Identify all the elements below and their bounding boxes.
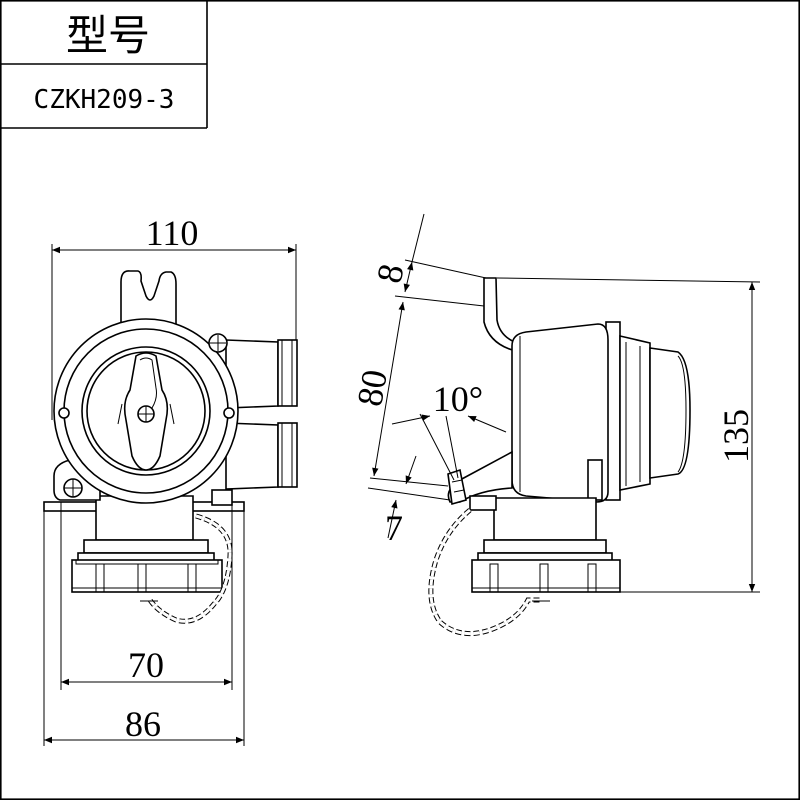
dim-label-80: 80 [349,367,395,409]
model-number: CZKH209-3 [34,85,175,115]
dim-label-110: 110 [146,213,199,253]
dim-line-7 [405,455,417,485]
dim-label-86: 86 [125,704,161,744]
dim-angle-arc-right [467,415,507,433]
dim-label-8: 8 [369,261,412,287]
side-view [367,213,761,637]
dim-label-135: 135 [716,409,756,463]
chain-side [428,508,550,637]
coupling-collar [83,539,209,554]
title-block: 型号 CZKH209-3 [0,0,208,129]
cable-gland-nut-upper [277,339,298,407]
dim-line-8 [403,261,414,293]
dim-label-70: 70 [128,645,164,685]
mounting-lug [120,270,177,334]
side-neck [493,497,597,541]
side-cap [619,334,651,491]
dim-label-angle: 10° [433,379,483,419]
chain-front [140,513,233,624]
coupling-nut [71,559,223,593]
dim-label-7: 7 [385,508,403,548]
title-label: 型号 [66,11,150,60]
dim-angle-arc-left [391,414,431,425]
side-coupling-nut [471,559,621,593]
dim-line-8-ext [411,213,425,263]
cable-gland-nut-lower [277,422,298,488]
dim-line-80 [372,301,405,477]
front-view [43,244,298,746]
